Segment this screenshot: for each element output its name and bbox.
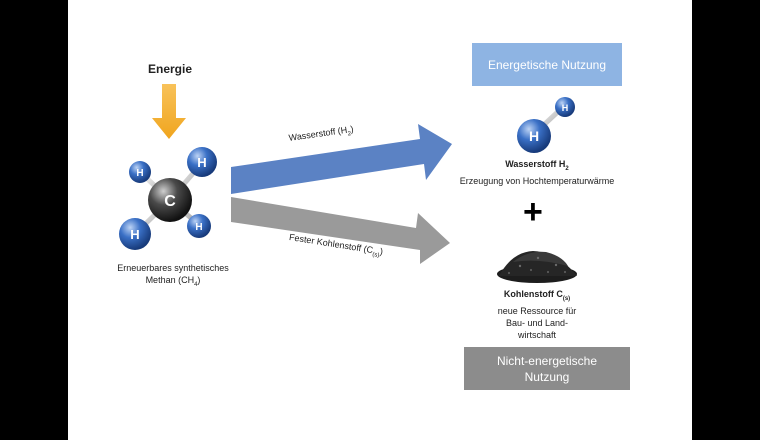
carbon-product-line4: wirtschaft [517,329,556,340]
energy-arrow [152,84,186,139]
svg-text:H: H [197,155,206,170]
carbon-arrow [231,197,450,264]
methane-caption-line1: Erneuerbares synthetisches [117,263,229,273]
diagram-panel: Energie H H C H H Erneuerbares synthetis… [68,0,692,440]
svg-text:H: H [130,227,139,242]
svg-text:C: C [164,193,176,210]
svg-text:H: H [529,128,539,144]
h2-atom-small: H [555,97,575,117]
carbon-product-line3: Bau- und Land- [505,317,569,328]
energy-label: Energie [147,62,192,76]
energetic-use-box: Energetische Nutzung [472,43,622,86]
methane-caption-line2: Methan (CH4) [145,275,201,288]
plus-sign: + [523,193,543,231]
carbon-product-line2: neue Ressource für [497,305,577,316]
non-energetic-use-line2: Nutzung [524,369,570,384]
energetic-use-label: Energetische Nutzung [487,57,607,72]
h2-atom-large: H [517,119,551,153]
hydrogen-product-desc: Erzeugung von Hochtemperaturwärme [459,175,615,186]
methane-caption: Erneuerbares synthetisches Methan (CH4) [108,262,238,291]
carbon-pile-image [497,251,577,283]
hydrogen-atom-top-right: H [187,147,217,177]
non-energetic-use-line1: Nicht-energetische [496,353,598,368]
svg-text:H: H [195,222,202,233]
hydrogen-atom-bottom-right: H [187,214,211,238]
hydrogen-arrow [231,124,452,194]
hydrogen-product-title: Wasserstoff H2 [505,159,569,172]
carbon-product-caption: Kohlenstoff C(s) neue Ressource für Bau-… [482,288,592,341]
hydrogen-atom-top-left: H [129,161,151,183]
hydrogen-product-caption: Wasserstoff H2 Erzeugung von Hochtempera… [452,158,622,187]
carbon-product-title: Kohlenstoff C(s) [503,289,571,302]
svg-text:H: H [562,103,569,113]
non-energetic-use-box: Nicht-energetische Nutzung [464,347,630,390]
svg-text:H: H [136,168,143,179]
carbon-atom: C [148,178,192,222]
hydrogen-atom-bottom-left: H [119,218,151,250]
